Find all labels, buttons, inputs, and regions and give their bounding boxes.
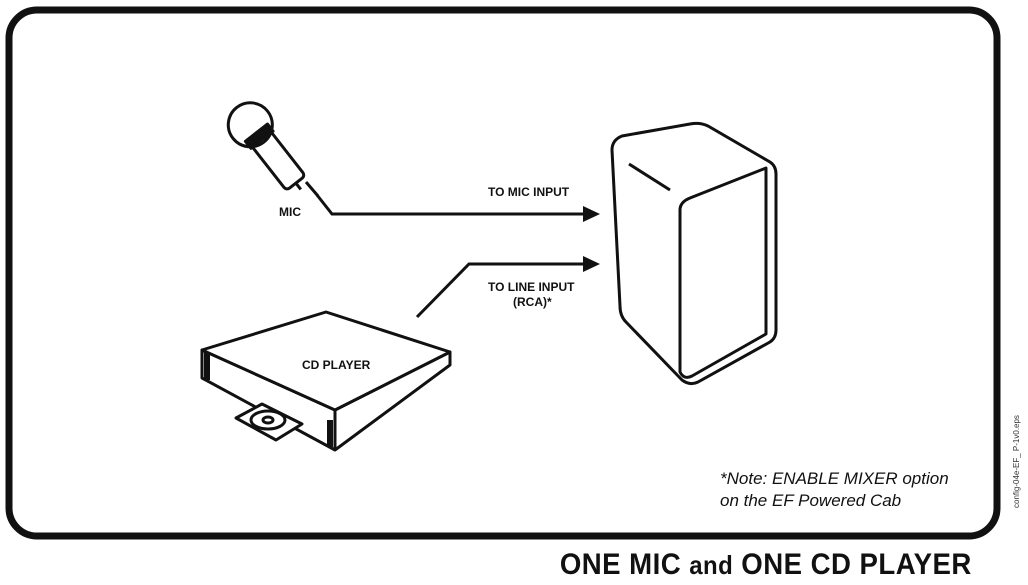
mic-label: MIC — [279, 205, 301, 219]
cd-player-icon — [200, 310, 452, 452]
arrow-icon — [583, 206, 600, 222]
to-line-input-label: TO LINE INPUT — [488, 280, 575, 294]
cd-player-label: CD PLAYER — [302, 358, 371, 372]
page-title: ONE MIC and ONE CD PLAYER — [560, 548, 972, 582]
title-part-1: ONE MIC — [560, 548, 682, 581]
note-line-2: on the EF Powered Cab — [720, 491, 902, 510]
title-part-2: ONE CD PLAYER — [741, 548, 972, 581]
rca-label: (RCA)* — [513, 295, 552, 309]
line-cable-arrow — [415, 256, 600, 319]
powered-speaker-icon — [610, 121, 778, 386]
note-line-1: *Note: ENABLE MIXER option — [720, 469, 949, 488]
to-mic-input-label: TO MIC INPUT — [488, 185, 570, 199]
mic-cable-arrow — [315, 194, 600, 222]
diagram-border — [5, 6, 1001, 540]
title-and: and — [689, 550, 734, 580]
note-text: *Note: ENABLE MIXER option on the EF Pow… — [720, 468, 949, 512]
file-code: config-04e-EF_ P-1v0.eps — [1012, 415, 1021, 508]
arrow-icon — [583, 256, 600, 272]
microphone-icon — [226, 101, 320, 197]
